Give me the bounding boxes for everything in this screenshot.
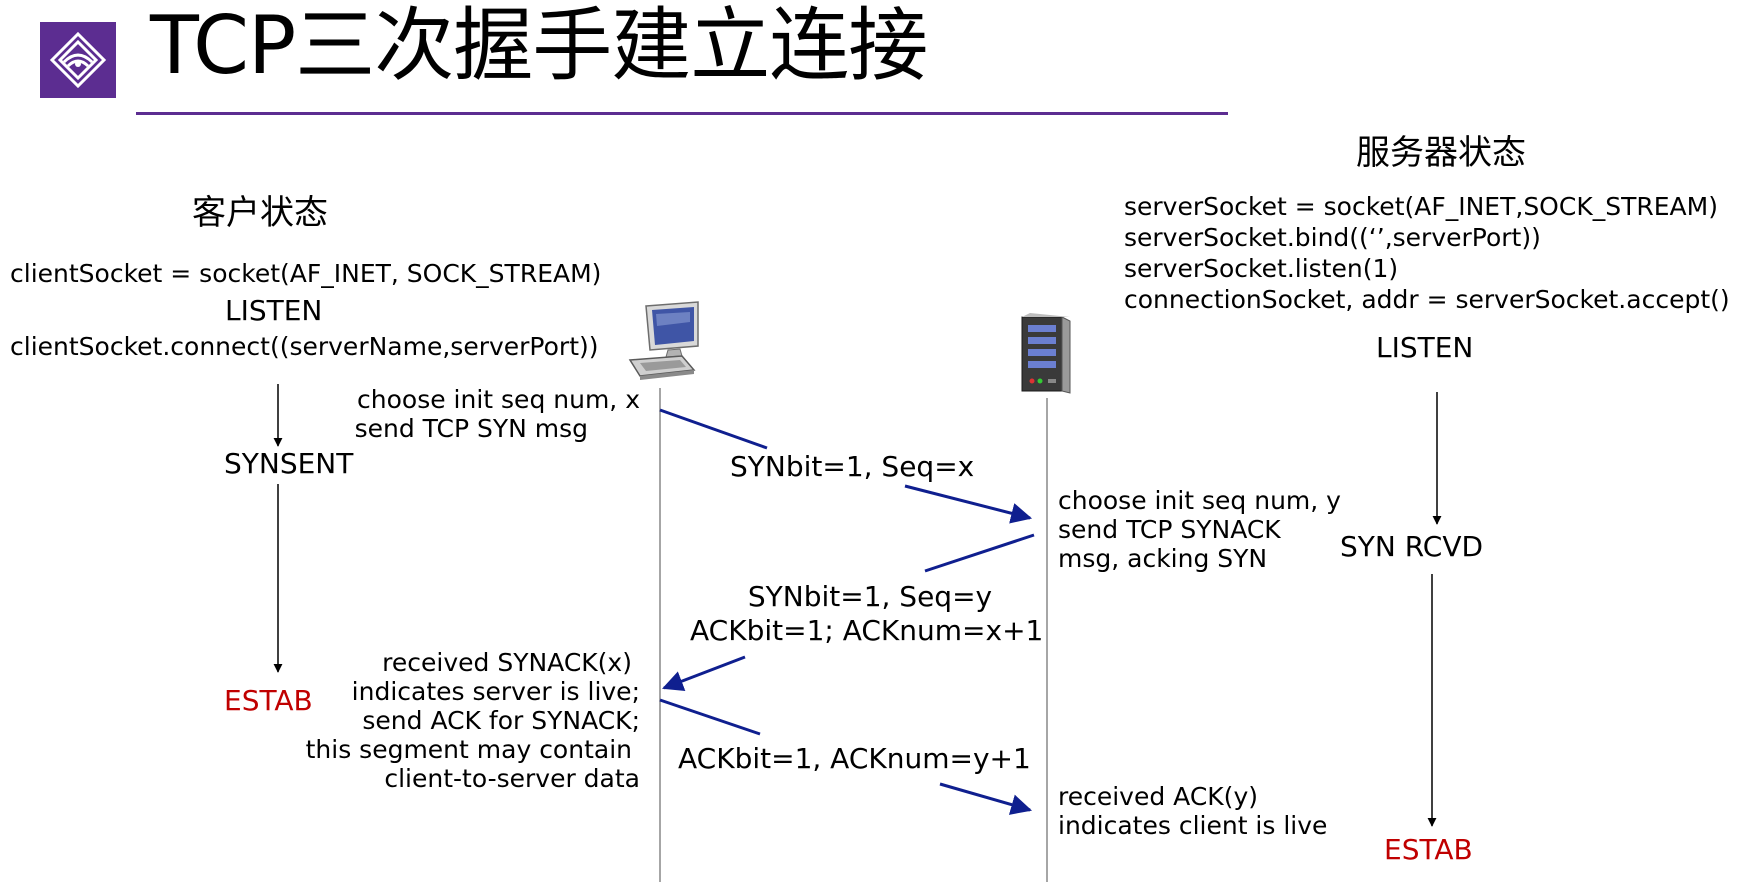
client-synack-note: received SYNACK(x) indicates server is l… bbox=[290, 648, 640, 793]
logo-icon bbox=[40, 22, 116, 98]
code-line: serverSocket.listen(1) bbox=[1124, 254, 1399, 283]
ack-segment-arrow-start bbox=[659, 698, 761, 736]
client-timeline bbox=[659, 388, 661, 882]
client-syn-note: choose init seq num, x send TCP SYN msg bbox=[340, 385, 640, 443]
client-socket-code: clientSocket = socket(AF_INET, SOCK_STRE… bbox=[10, 259, 602, 288]
client-connect-code: clientSocket.connect((serverName,serverP… bbox=[10, 332, 599, 361]
title-divider bbox=[136, 112, 1228, 115]
note-line: indicates client is live bbox=[1058, 811, 1328, 840]
synack-segment-label: SYNbit=1, Seq=y ACKbit=1; ACKnum=x+1 bbox=[690, 580, 1044, 648]
server-code-block: serverSocket = socket(AF_INET,SOCK_STREA… bbox=[1124, 191, 1730, 315]
page-title: TCP三次握手建立连接 bbox=[150, 0, 928, 92]
note-line: choose init seq num, y bbox=[1058, 486, 1341, 515]
ack-segment-label: ACKbit=1, ACKnum=y+1 bbox=[678, 742, 1031, 775]
note-line: this segment may contain bbox=[305, 735, 632, 764]
note-line: client-to-server data bbox=[384, 764, 640, 793]
server-timeline bbox=[1046, 398, 1048, 882]
note-line: received SYNACK(x) bbox=[382, 648, 632, 677]
segment-line: ACKbit=1; ACKnum=x+1 bbox=[690, 614, 1044, 647]
note-line: received ACK(y) bbox=[1058, 782, 1258, 811]
syn-segment-arrow bbox=[904, 484, 1033, 524]
client-state-listen: LISTEN bbox=[225, 294, 323, 327]
client-state-synsent: SYNSENT bbox=[224, 447, 354, 480]
note-line: indicates server is live; bbox=[351, 677, 640, 706]
client-state-estab: ESTAB bbox=[224, 684, 313, 717]
code-line: serverSocket = socket(AF_INET,SOCK_STREA… bbox=[1124, 192, 1718, 221]
server-ack-note: received ACK(y) indicates client is live bbox=[1058, 782, 1327, 840]
code-line: serverSocket.bind((‘’,serverPort)) bbox=[1124, 223, 1541, 252]
server-state-estab: ESTAB bbox=[1384, 833, 1473, 866]
note-line: send TCP SYNACK bbox=[1058, 515, 1281, 544]
server-synack-note: choose init seq num, y send TCP SYNACK m… bbox=[1058, 486, 1341, 573]
ack-segment-arrow bbox=[939, 782, 1033, 815]
syn-segment-label: SYNbit=1, Seq=x bbox=[730, 450, 975, 483]
note-line: choose init seq num, x bbox=[357, 385, 640, 414]
note-line: send TCP SYN msg bbox=[354, 414, 588, 443]
synack-segment-arrow bbox=[662, 655, 746, 692]
code-line: connectionSocket, addr = serverSocket.ac… bbox=[1124, 285, 1730, 314]
server-state-listen: LISTEN bbox=[1376, 331, 1474, 364]
synack-segment-arrow-start bbox=[924, 533, 1035, 573]
syn-segment-arrow-start bbox=[659, 408, 768, 450]
client-computer-icon bbox=[626, 300, 700, 388]
note-line: msg, acking SYN bbox=[1058, 544, 1268, 573]
server-state-header: 服务器状态 bbox=[1356, 133, 1526, 173]
server-state-synrcvd: SYN RCVD bbox=[1340, 530, 1484, 563]
server-icon bbox=[1020, 313, 1072, 395]
note-line: send ACK for SYNACK; bbox=[362, 706, 640, 735]
segment-line: SYNbit=1, Seq=y bbox=[747, 580, 993, 613]
client-state-header: 客户状态 bbox=[192, 193, 328, 233]
